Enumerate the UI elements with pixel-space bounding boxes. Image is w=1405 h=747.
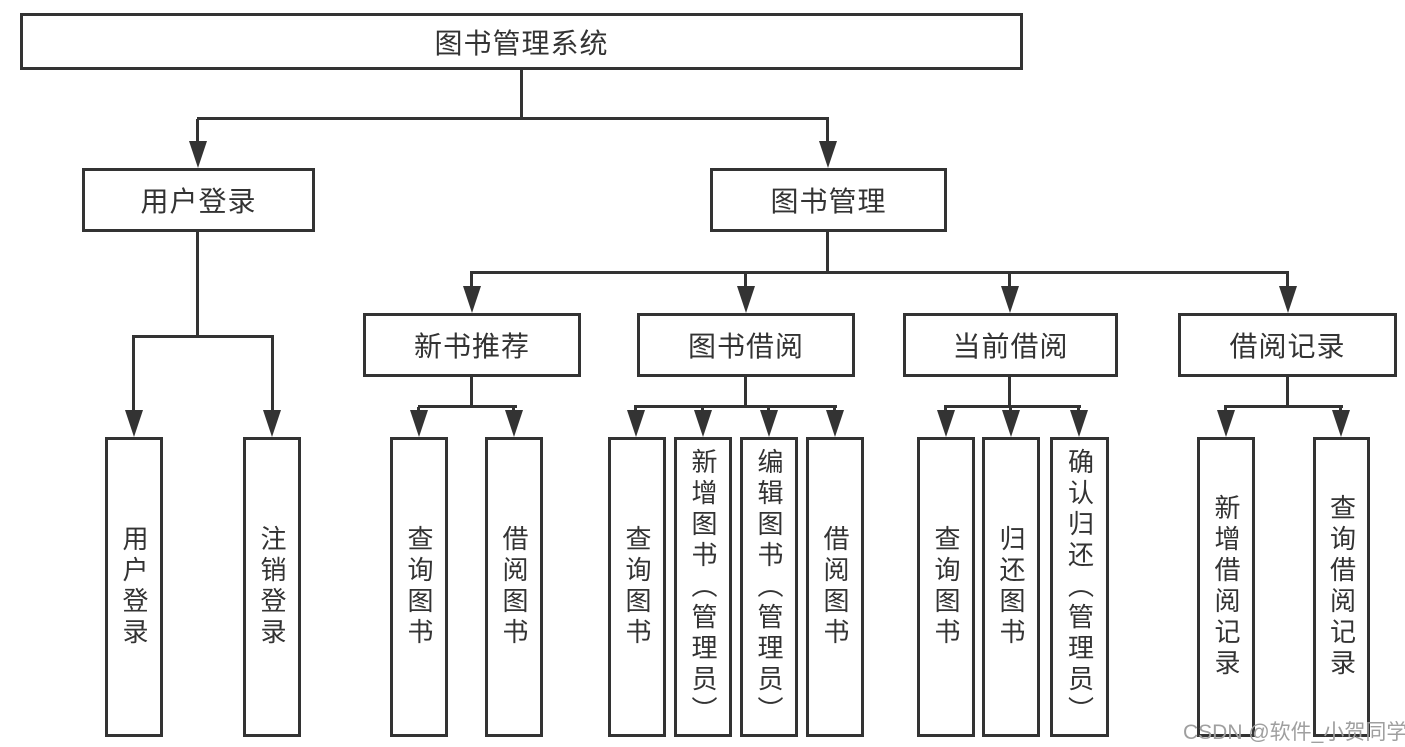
connector-borrowing-records-horizontal bbox=[1224, 405, 1343, 408]
connector-current-borrowing-vertical2 bbox=[1008, 377, 1011, 408]
arrow-to-new-book bbox=[463, 286, 481, 313]
node-book-borrowing: 图书借阅 bbox=[637, 313, 855, 377]
leaf-logout-login: 注销登录 bbox=[243, 437, 301, 737]
leaf-query-books-current: 查询图书 bbox=[917, 437, 975, 737]
leaf-label: 归还图书 bbox=[996, 525, 1026, 649]
arrow-to-leaf bbox=[1070, 410, 1088, 437]
leaf-borrow-books-recommend: 借阅图书 bbox=[485, 437, 543, 737]
node-label: 图书借阅 bbox=[687, 331, 804, 362]
connector-stem-new-book bbox=[470, 273, 473, 289]
leaf-label: 确认归还（管理员） bbox=[1064, 447, 1095, 727]
arrow-to-book-borrowing bbox=[737, 286, 755, 313]
connector-book-borrowing-vertical2 bbox=[744, 377, 747, 408]
node-label: 当前借阅 bbox=[952, 331, 1069, 362]
connector-user-login-vertical bbox=[196, 232, 199, 338]
node-new-book-recommendation: 新书推荐 bbox=[363, 313, 581, 377]
leaf-borrow-books-borrowing: 借阅图书 bbox=[806, 437, 864, 737]
leaf-user-login: 用户登录 bbox=[105, 437, 163, 737]
node-library-management-system: 图书管理系统 bbox=[20, 13, 1023, 70]
connector-stem-borrowing-records bbox=[1286, 273, 1289, 289]
leaf-confirm-return-admin: 确认归还（管理员） bbox=[1050, 437, 1109, 737]
node-current-borrowing: 当前借阅 bbox=[903, 313, 1118, 377]
connector-book-management-vertical bbox=[826, 232, 829, 274]
arrow-to-leaf bbox=[937, 410, 955, 437]
connector-user-login-horizontal bbox=[132, 335, 274, 338]
node-label: 借阅记录 bbox=[1229, 331, 1346, 362]
leaf-label: 编辑图书（管理员） bbox=[754, 447, 784, 727]
leaf-label: 新增图书（管理员） bbox=[688, 447, 718, 727]
connector-stem-leaf-logout bbox=[271, 337, 274, 413]
arrow-to-leaf bbox=[627, 410, 645, 437]
leaf-label: 借阅图书 bbox=[499, 525, 529, 649]
node-user-login: 用户登录 bbox=[82, 168, 315, 232]
arrow-to-book-management bbox=[819, 141, 837, 168]
arrow-to-leaf bbox=[505, 410, 523, 437]
leaf-label: 查询借阅记录 bbox=[1326, 494, 1357, 680]
connector-stem-current-borrowing bbox=[1008, 273, 1011, 289]
arrow-to-leaf bbox=[1332, 410, 1350, 437]
leaf-edit-books-admin: 编辑图书（管理员） bbox=[740, 437, 798, 737]
leaf-label: 用户登录 bbox=[119, 525, 149, 649]
arrow-to-leaf-user-login bbox=[125, 410, 143, 437]
connector-stem-leaf-user-login bbox=[132, 337, 135, 413]
leaf-query-books-recommend: 查询图书 bbox=[390, 437, 448, 737]
connector-borrowing-records-vertical2 bbox=[1286, 377, 1289, 408]
node-label: 图书管理 bbox=[770, 186, 887, 217]
arrow-to-leaf bbox=[1217, 410, 1235, 437]
arrow-to-current-borrowing bbox=[1001, 286, 1019, 313]
node-label: 新书推荐 bbox=[413, 331, 530, 362]
leaf-label: 查询图书 bbox=[404, 525, 434, 649]
leaf-query-borrow-record: 查询借阅记录 bbox=[1313, 437, 1370, 737]
arrow-to-leaf-logout bbox=[263, 410, 281, 437]
arrow-to-leaf bbox=[760, 410, 778, 437]
connector-current-borrowing-horizontal bbox=[944, 405, 1081, 408]
connector-new-book-horizontal bbox=[418, 405, 517, 408]
leaf-label: 注销登录 bbox=[257, 525, 287, 649]
arrow-to-user-login bbox=[189, 141, 207, 168]
connector-book-borrowing-horizontal bbox=[634, 405, 837, 408]
leaf-query-books-borrowing: 查询图书 bbox=[608, 437, 666, 737]
connector-stem-book-borrowing bbox=[744, 273, 747, 289]
node-label: 用户登录 bbox=[140, 186, 257, 217]
leaf-add-borrow-record: 新增借阅记录 bbox=[1197, 437, 1255, 737]
csdn-watermark: CSDN @软件_小贺同学 bbox=[1183, 721, 1405, 744]
connector-new-book-vertical bbox=[470, 377, 473, 408]
connector-stem-user-login bbox=[196, 119, 199, 145]
node-book-management: 图书管理 bbox=[710, 168, 947, 232]
leaf-label: 查询图书 bbox=[622, 525, 652, 649]
node-label: 图书管理系统 bbox=[434, 27, 609, 59]
leaf-label: 借阅图书 bbox=[820, 525, 850, 649]
arrow-to-leaf bbox=[1002, 410, 1020, 437]
connector-level3-horizontal bbox=[470, 271, 1289, 274]
connector-stem-book-management bbox=[826, 119, 829, 145]
leaf-return-books: 归还图书 bbox=[982, 437, 1040, 737]
arrow-to-leaf bbox=[694, 410, 712, 437]
node-borrowing-records: 借阅记录 bbox=[1178, 313, 1397, 377]
leaf-add-books-admin: 新增图书（管理员） bbox=[674, 437, 732, 737]
arrow-to-leaf bbox=[410, 410, 428, 437]
arrow-to-borrowing-records bbox=[1279, 286, 1297, 313]
leaf-label: 查询图书 bbox=[931, 525, 961, 649]
arrow-to-leaf bbox=[826, 410, 844, 437]
leaf-label: 新增借阅记录 bbox=[1211, 494, 1241, 680]
connector-level2-horizontal bbox=[197, 117, 829, 120]
connector-root-vertical bbox=[520, 70, 523, 120]
